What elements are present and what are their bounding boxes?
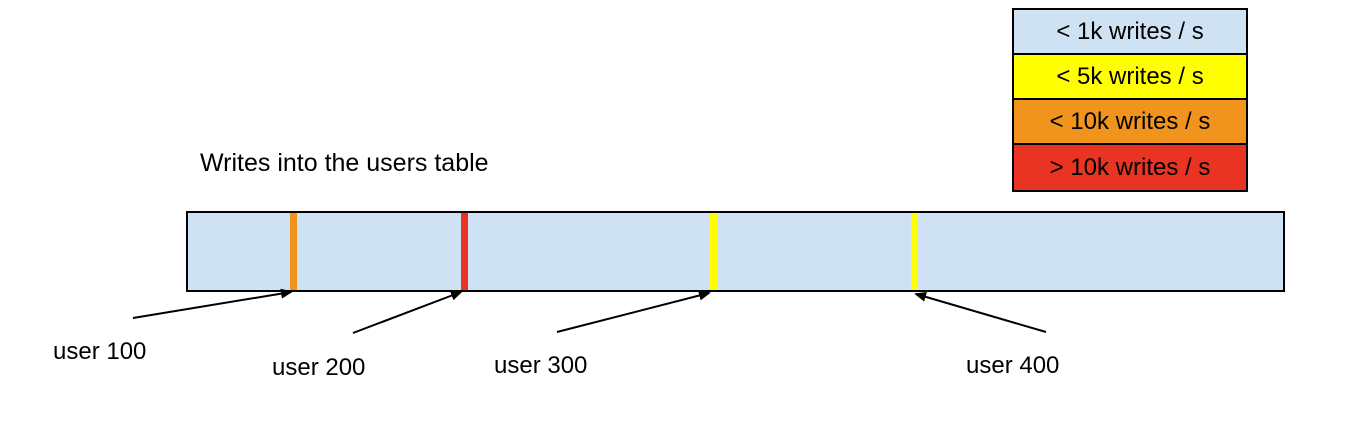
arrow-user-200 — [352, 290, 463, 334]
callout-user-100: user 100 — [53, 338, 147, 365]
arrow-user-400 — [914, 292, 1047, 333]
legend-item-lt-5k: < 5k writes / s — [1014, 55, 1246, 100]
marker-user-300 — [710, 213, 717, 290]
legend-item-lt-10k: < 10k writes / s — [1014, 100, 1246, 145]
marker-user-200 — [461, 213, 468, 290]
callout-user-300: user 300 — [494, 352, 588, 379]
marker-user-100 — [290, 213, 297, 290]
write-rate-legend: < 1k writes / s < 5k writes / s < 10k wr… — [1012, 8, 1248, 192]
marker-user-400 — [911, 213, 918, 290]
diagram-title: Writes into the users table — [200, 149, 489, 177]
legend-item-gt-10k: > 10k writes / s — [1014, 145, 1246, 190]
users-table-bar — [186, 211, 1285, 292]
arrow-user-100 — [132, 288, 293, 319]
callout-user-200: user 200 — [272, 354, 366, 381]
legend-item-lt-1k: < 1k writes / s — [1014, 10, 1246, 55]
callout-user-400: user 400 — [966, 352, 1060, 379]
arrow-user-300 — [556, 290, 711, 333]
